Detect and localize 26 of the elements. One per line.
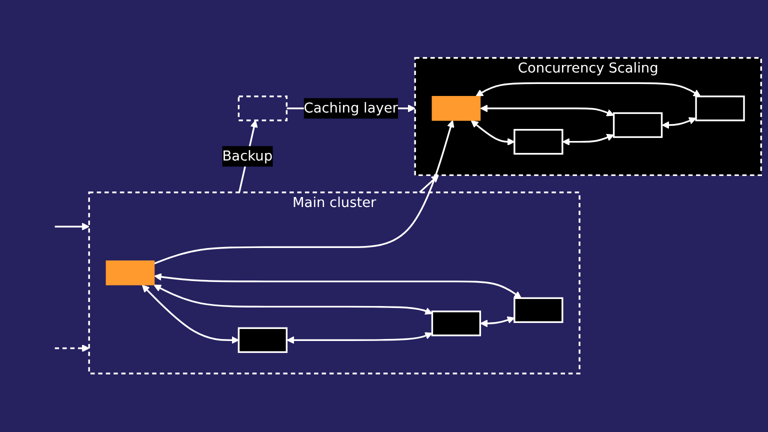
arrow [419,175,439,194]
node-box [514,298,564,324]
cluster: Main cluster [88,192,580,375]
node-box [106,260,155,286]
cluster: Concurrency Scaling [414,57,762,176]
arrow [154,284,433,315]
node-box [432,96,481,122]
arrow [470,120,515,146]
node-box [431,310,482,337]
node-box [612,112,663,138]
node-box [238,96,288,122]
arrow [476,82,701,98]
arrow [54,344,90,352]
arrow [480,316,515,328]
arrow [142,285,240,344]
arrow [480,104,614,117]
arrow [662,118,696,130]
arrow [562,134,614,146]
arrow [54,223,90,231]
edge-label: Backup [222,148,273,164]
edge-label: Caching layer [304,100,398,116]
arrow [154,273,522,299]
node-box [695,96,745,122]
arrow [286,332,433,344]
node-box [238,328,288,354]
node-box [514,129,564,155]
